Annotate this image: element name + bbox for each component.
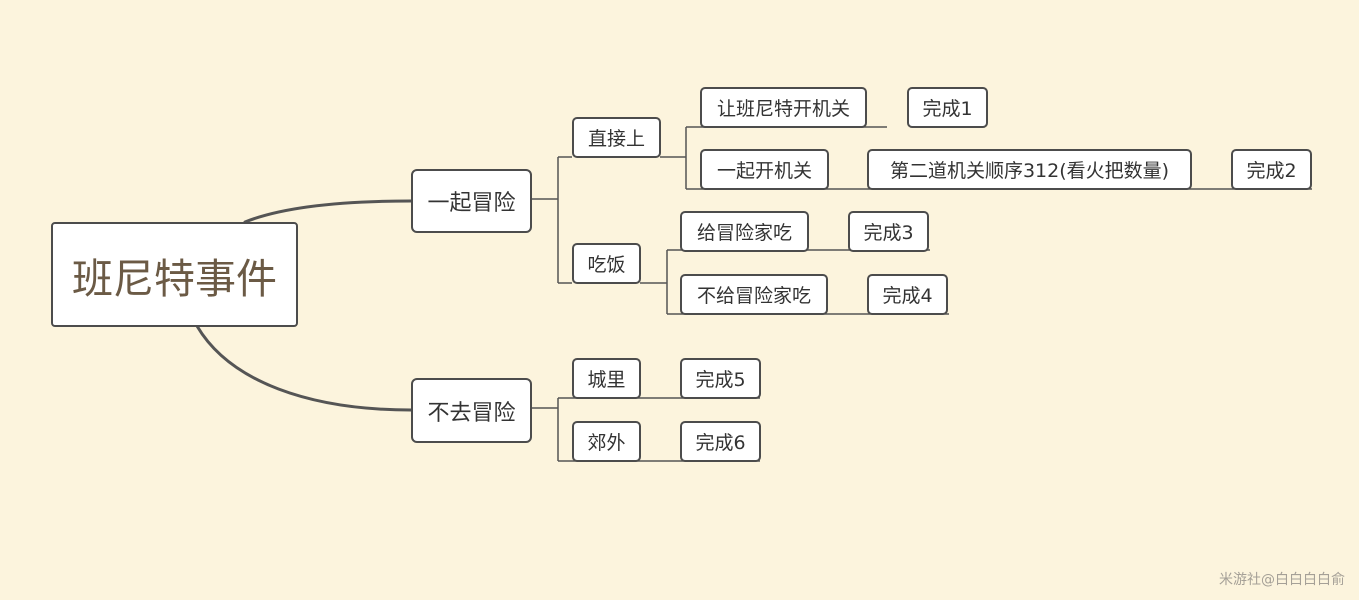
topic-city[interactable]: 城里 bbox=[572, 358, 641, 399]
topic-go-directly[interactable]: 直接上 bbox=[572, 117, 661, 158]
topic-result-4[interactable]: 完成4 bbox=[867, 274, 948, 315]
connector-eat-bracket bbox=[640, 249, 949, 315]
topic-eat[interactable]: 吃饭 bbox=[572, 243, 641, 284]
topic-result-5-label: 完成5 bbox=[695, 369, 746, 391]
topic-result-5[interactable]: 完成5 bbox=[680, 358, 761, 399]
topic-result-2[interactable]: 完成2 bbox=[1231, 149, 1312, 190]
topic-result-3-label: 完成3 bbox=[863, 222, 914, 244]
topic-not-feed-adventurer[interactable]: 不给冒险家吃 bbox=[680, 274, 828, 315]
connector-direct-bracket bbox=[660, 126, 1312, 190]
topic-result-1-label: 完成1 bbox=[922, 98, 973, 120]
topic-feed-adventurer[interactable]: 给冒险家吃 bbox=[680, 211, 809, 252]
topic-feed-adventurer-label: 给冒险家吃 bbox=[696, 222, 792, 244]
topic-suburb-label: 郊外 bbox=[587, 432, 626, 454]
connector-root-to-branch1 bbox=[243, 199, 413, 224]
topic-second-mechanism-order-label: 第二道机关顺序312(看火把数量) bbox=[889, 160, 1170, 182]
topic-result-3[interactable]: 完成3 bbox=[848, 211, 929, 252]
topic-let-bennett-open[interactable]: 让班尼特开机关 bbox=[700, 87, 867, 128]
topic-result-6-label: 完成6 bbox=[695, 432, 746, 454]
topic-result-6[interactable]: 完成6 bbox=[680, 421, 761, 462]
topic-result-1[interactable]: 完成1 bbox=[907, 87, 988, 128]
topic-no-adventure-label: 不去冒险 bbox=[427, 400, 516, 426]
connector-branch2-bracket bbox=[531, 397, 760, 462]
watermark: 米游社@白白白白俞 bbox=[1219, 572, 1345, 588]
root-topic-label: 班尼特事件 bbox=[72, 254, 277, 303]
topic-open-together[interactable]: 一起开机关 bbox=[700, 149, 829, 190]
topic-result-2-label: 完成2 bbox=[1246, 160, 1297, 182]
topic-city-label: 城里 bbox=[587, 369, 626, 391]
topic-result-4-label: 完成4 bbox=[882, 285, 933, 307]
topic-let-bennett-open-label: 让班尼特开机关 bbox=[716, 98, 850, 120]
connector-root-to-branch2 bbox=[195, 324, 413, 412]
root-topic[interactable]: 班尼特事件 bbox=[51, 222, 298, 327]
topic-not-feed-adventurer-label: 不给冒险家吃 bbox=[696, 285, 811, 307]
topic-adventure-together-label: 一起冒险 bbox=[427, 191, 516, 216]
topic-no-adventure[interactable]: 不去冒险 bbox=[411, 378, 532, 443]
topic-open-together-label: 一起开机关 bbox=[716, 160, 812, 182]
topic-eat-label: 吃饭 bbox=[587, 254, 626, 276]
topic-suburb[interactable]: 郊外 bbox=[572, 421, 641, 462]
topic-second-mechanism-order[interactable]: 第二道机关顺序312(看火把数量) bbox=[867, 149, 1192, 190]
topic-go-directly-label: 直接上 bbox=[587, 128, 645, 150]
connector-branch1-bracket bbox=[531, 156, 572, 284]
topic-adventure-together[interactable]: 一起冒险 bbox=[411, 169, 532, 233]
